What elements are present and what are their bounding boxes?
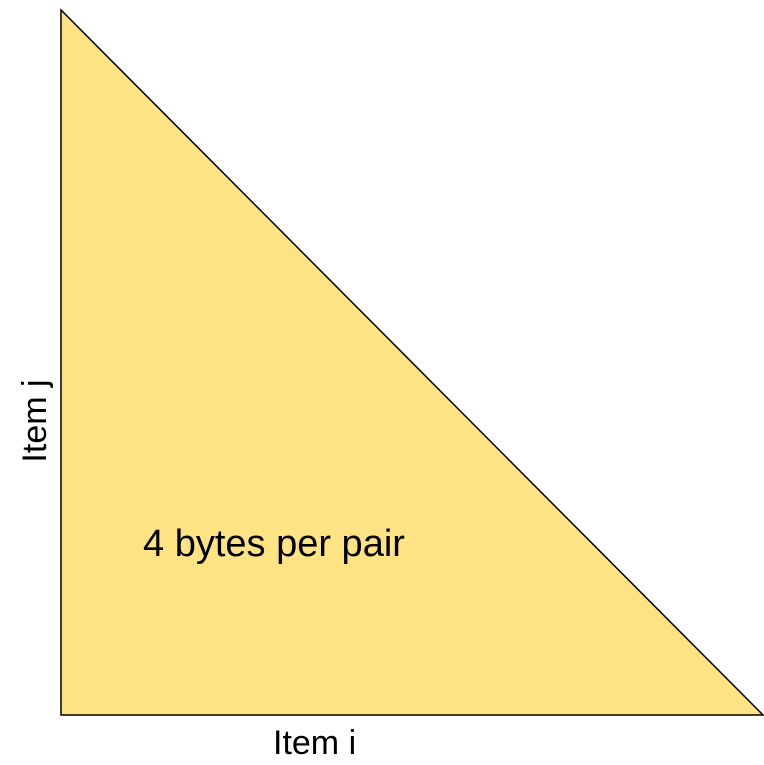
x-axis-label: Item i — [273, 724, 357, 762]
triangle-region — [60, 8, 764, 716]
region-label: 4 bytes per pair — [143, 523, 405, 565]
y-axis-label: Item j — [16, 379, 54, 463]
